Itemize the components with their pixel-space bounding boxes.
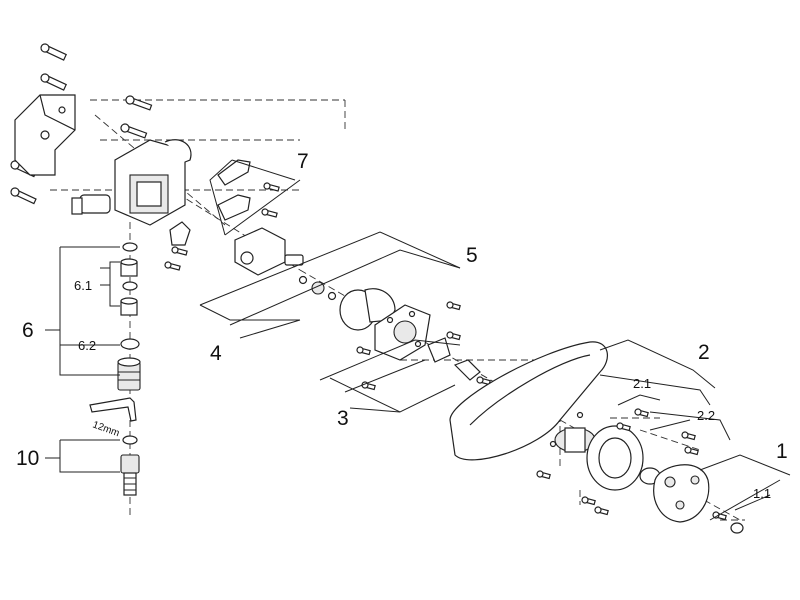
callout-3: 3 bbox=[337, 407, 349, 430]
callout-7: 7 bbox=[297, 150, 309, 173]
callout-2-2: 2.2 bbox=[697, 408, 715, 423]
hex-wrench bbox=[89, 397, 137, 422]
callout-1-1: 1.1 bbox=[753, 486, 771, 501]
housing-assembly bbox=[339, 288, 491, 391]
callout-5: 5 bbox=[466, 244, 478, 267]
callout-6: 6 bbox=[22, 319, 34, 342]
callout-6-2: 6.2 bbox=[78, 338, 96, 353]
callout-4: 4 bbox=[210, 342, 222, 365]
callout-6-1: 6.1 bbox=[74, 278, 92, 293]
cartridge bbox=[234, 227, 337, 301]
callout-10: 10 bbox=[16, 447, 39, 470]
callout-7-leaders bbox=[209, 159, 301, 236]
mounting-screws bbox=[10, 43, 153, 205]
escutcheon-plate bbox=[449, 341, 608, 461]
clip-parts bbox=[164, 159, 280, 271]
callout-leaders-345 bbox=[199, 231, 461, 413]
valve-body bbox=[71, 139, 192, 226]
service-parts-6 bbox=[117, 242, 141, 391]
callout-2-1: 2.1 bbox=[633, 376, 651, 391]
service-parts-10 bbox=[120, 435, 140, 496]
rosette-plate bbox=[536, 408, 699, 516]
left-brackets bbox=[45, 246, 120, 473]
mounting-bracket bbox=[14, 94, 76, 176]
callout-2: 2 bbox=[698, 341, 710, 364]
callout-leaders-12 bbox=[599, 339, 791, 521]
wrench-size-label: 12mm bbox=[91, 419, 121, 439]
handle-knob bbox=[639, 464, 744, 534]
callout-1: 1 bbox=[776, 440, 788, 463]
